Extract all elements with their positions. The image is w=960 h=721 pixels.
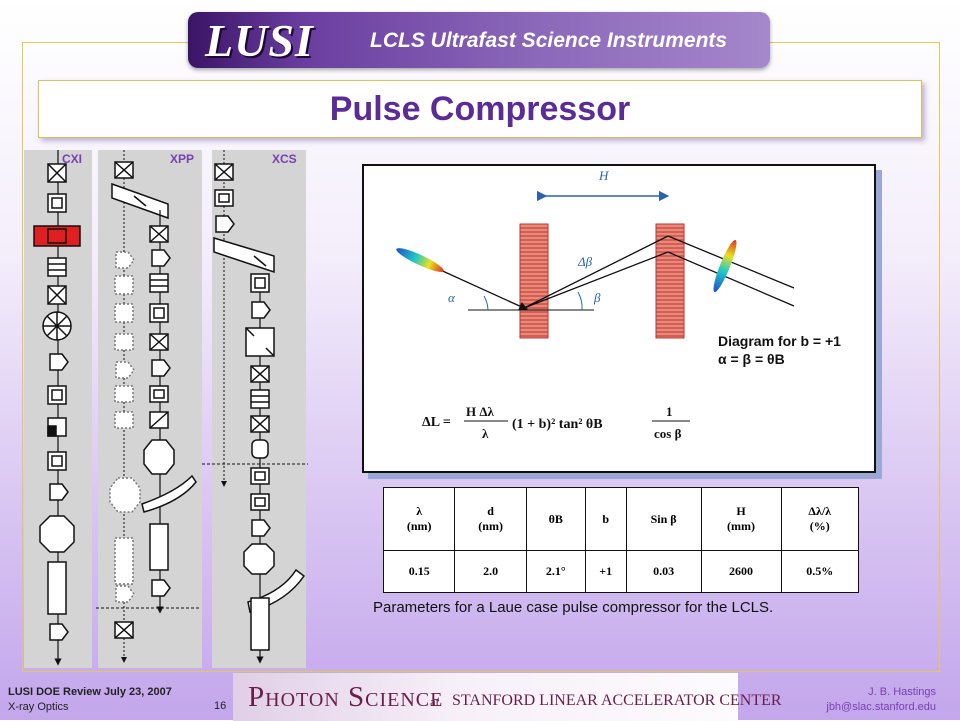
table-row: 0.15 2.0 2.1° +1 0.03 2600 0.5% <box>382 550 859 593</box>
cxi-beamline <box>33 150 81 666</box>
xpp-beamline <box>96 150 200 663</box>
diagram-caption-2: α = β = θB <box>718 351 785 367</box>
parameters-table: λ(nm) d(nm) θB b Sin β H(mm) Δλ/λ(%) 0.1… <box>382 487 859 593</box>
table-header-cell: b <box>584 487 627 551</box>
beta-arc <box>577 291 583 311</box>
xcs-beamline <box>202 150 308 664</box>
table-header-row: λ(nm) d(nm) θB b Sin β H(mm) Δλ/λ(%) <box>382 487 859 551</box>
xcs-label: XCS <box>272 152 297 166</box>
output-pulse <box>713 239 737 293</box>
crystal-2 <box>655 223 685 339</box>
page-title: Pulse Compressor <box>329 89 631 128</box>
output-beam-1 <box>667 251 795 307</box>
table-cell: 2.0 <box>454 550 527 593</box>
lusi-logo-banner <box>188 12 770 68</box>
crystal-1 <box>519 223 549 339</box>
table-cell: 2.1° <box>525 550 586 593</box>
photon-science-text: Photon Science <box>248 681 444 713</box>
lusi-logo: LUSI <box>205 15 314 66</box>
footer-at: at <box>430 694 440 709</box>
footer-topic: X-ray Optics <box>8 701 69 713</box>
table-header-cell: θB <box>525 487 586 551</box>
formula-lhs: ΔL = <box>422 415 451 430</box>
alpha-label: α <box>448 290 456 305</box>
xpp-label: XPP <box>170 152 195 166</box>
table-cell: 2600 <box>700 550 782 593</box>
beta-label: β <box>593 290 601 305</box>
formula-den2: cos β <box>654 426 682 441</box>
table-header-cell: d(nm) <box>454 487 527 551</box>
title-box: Pulse Compressor <box>38 80 922 138</box>
slac-name: STANFORD LINEAR ACCELERATOR CENTER <box>452 692 782 709</box>
alpha-arc <box>483 295 489 311</box>
formula-den: λ <box>482 426 489 441</box>
table-cell: 0.15 <box>382 550 456 593</box>
table-cell: 0.03 <box>625 550 702 593</box>
h-label: H <box>598 168 609 183</box>
pulse-compressor-diagram: H α β Δβ Diagram for b = +1 α = β = θB Δ… <box>362 164 876 473</box>
table-header-cell: Δλ/λ(%) <box>780 487 859 551</box>
table-caption: Parameters for a Laue case pulse compres… <box>373 599 774 616</box>
diffracted-beam-1 <box>523 251 669 309</box>
formula-num: H Δλ <box>466 404 495 419</box>
photon-science-banner <box>233 672 738 721</box>
footer-author: J. B. Hastings <box>868 686 936 698</box>
dbeta-label: Δβ <box>577 254 593 269</box>
beamline-schematic <box>33 150 308 666</box>
cxi-label: CXI <box>62 152 83 166</box>
page-number: 16 <box>214 700 227 712</box>
formula-num2: 1 <box>666 404 673 419</box>
table-header-cell: Sin β <box>625 487 702 551</box>
diagram-caption-1: Diagram for b = +1 <box>718 333 841 349</box>
footer-left: LUSI DOE Review July 23, 2007 X-ray Opti… <box>8 685 172 715</box>
footer-right: J. B. Hastings jbh@slac.stanford.edu <box>826 685 936 715</box>
formula-mid: (1 + b)² tan² θB <box>512 417 603 432</box>
diagram-svg: H α β Δβ Diagram for b = +1 α = β = θB Δ… <box>396 168 841 441</box>
table-header-cell: λ(nm) <box>382 487 456 551</box>
table-cell: +1 <box>584 550 627 593</box>
table-header-cell: H(mm) <box>700 487 782 551</box>
lusi-subtitle: LCLS Ultrafast Science Instruments <box>370 29 728 52</box>
diffracted-beam-2 <box>523 235 669 309</box>
footer-email: jbh@slac.stanford.edu <box>826 701 936 713</box>
table-cell: 0.5% <box>780 550 859 593</box>
input-pulse <box>396 248 444 272</box>
footer-event: LUSI DOE Review July 23, 2007 <box>8 686 172 698</box>
